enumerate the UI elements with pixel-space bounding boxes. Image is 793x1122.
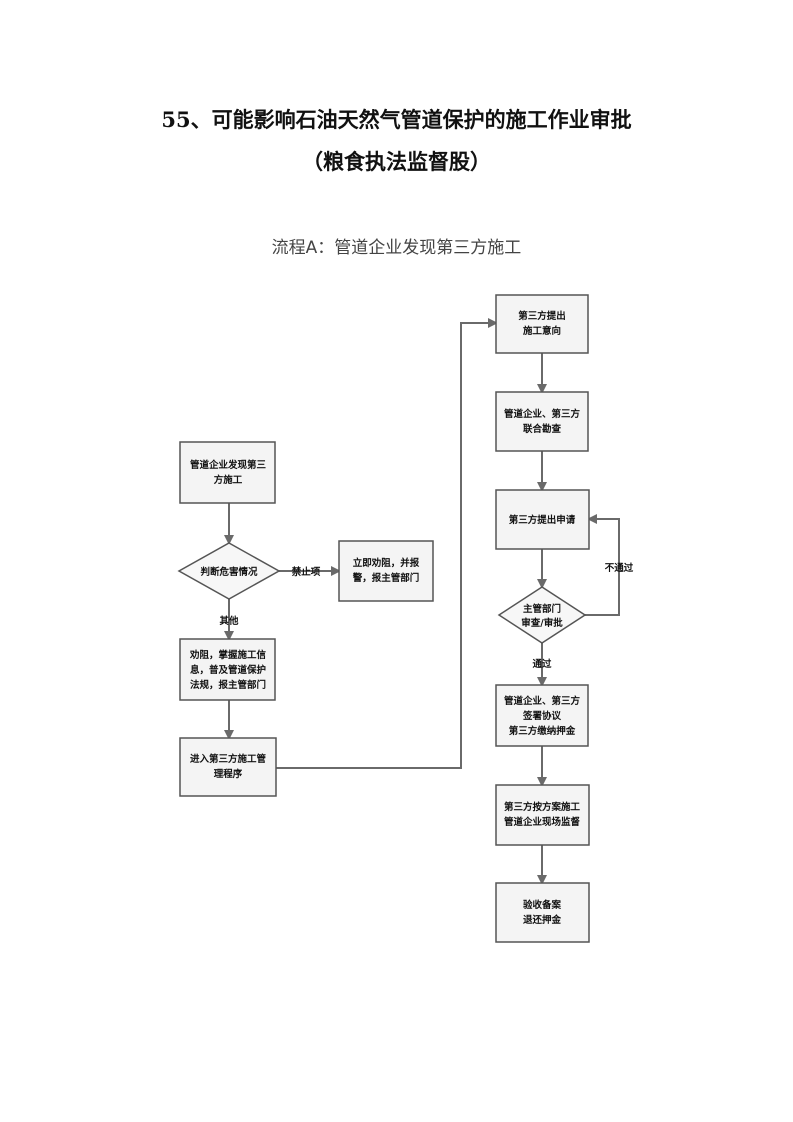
node-dissuade: 劝阻，掌握施工信息，普及管道保护法规，报主管部门 [179,638,276,701]
node-construct: 第三方按方案施工管道企业现场监督 [495,784,590,846]
edge-label-pass: 通过 [532,658,552,670]
page-title: 55、可能影响石油天然气管道保护的施工作业审批 [161,107,632,132]
svg-text:进入第三方施工管理程序: 进入第三方施工管理程序 [190,753,267,780]
node-agreement: 管道企业、第三方签署协议第三方缴纳押金 [495,684,589,747]
node-accept: 验收备案退还押金 [495,882,590,943]
svg-text:判断危害情况: 判断危害情况 [200,566,258,578]
edge-label-fail: 不通过 [605,562,634,574]
edge-label-prohibited: 禁止项 [291,566,321,578]
svg-text:劝阻，掌握施工信息，普及管道保护法规，报主管部门: 劝阻，掌握施工信息，普及管道保护法规，报主管部门 [189,649,267,691]
edge-review-apply-loop [585,514,620,616]
node-review: 主管部门审查/审批 [497,586,587,644]
svg-text:第三方提出施工意向: 第三方提出施工意向 [518,310,566,337]
flow-edges [224,318,620,885]
svg-text:管道企业发现第三方施工: 管道企业发现第三方施工 [190,459,267,486]
flow-heading: 流程A：管道企业发现第三方施工 [271,238,522,258]
svg-text:管道企业、第三方签署协议第三方缴纳押金: 管道企业、第三方签署协议第三方缴纳押金 [504,695,581,737]
node-propose: 第三方提出施工意向 [495,294,589,354]
node-discover: 管道企业发现第三方施工 [179,441,276,504]
node-judge: 判断危害情况 [177,542,281,600]
node-stop-report: 立即劝阻，并报警，报主管部门 [338,540,434,602]
svg-text:主管部门审查/审批: 主管部门审查/审批 [521,603,563,629]
svg-text:第三方按方案施工管道企业现场监督: 第三方按方案施工管道企业现场监督 [504,801,581,828]
edge-label-other: 其他 [219,615,239,627]
node-enter: 进入第三方施工管理程序 [179,737,277,797]
svg-text:立即劝阻，并报警，报主管部门: 立即劝阻，并报警，报主管部门 [353,557,420,584]
svg-text:管道企业、第三方联合勘查: 管道企业、第三方联合勘查 [504,408,581,435]
node-apply: 第三方提出申请 [495,489,590,550]
edge-enter-propose [276,318,498,769]
node-survey: 管道企业、第三方联合勘查 [495,391,589,452]
svg-text:第三方提出申请: 第三方提出申请 [509,514,576,526]
svg-text:验收备案退还押金: 验收备案退还押金 [523,899,562,926]
page-subtitle: （粮食执法监督股） [302,149,491,174]
